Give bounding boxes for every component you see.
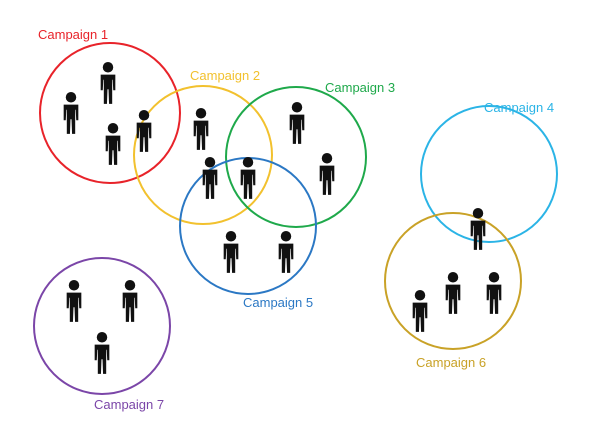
campaign-4-circle (420, 105, 558, 243)
campaign-7-circle (33, 257, 171, 395)
campaign-7-label: Campaign 7 (94, 397, 164, 412)
campaign-1-label: Campaign 1 (38, 27, 108, 42)
person-icon (223, 231, 239, 273)
person-icon (105, 123, 121, 165)
person-icon (136, 110, 152, 152)
person-icon (470, 208, 486, 250)
campaign-1-circle (39, 42, 181, 184)
person-icon (202, 157, 218, 199)
campaign-6-label: Campaign 6 (416, 355, 486, 370)
person-icon (486, 272, 502, 314)
person-icon (289, 102, 305, 144)
person-icon (66, 280, 82, 322)
person-icon (193, 108, 209, 150)
campaign-2-label: Campaign 2 (190, 68, 260, 83)
person-icon (122, 280, 138, 322)
person-icon (278, 231, 294, 273)
person-icon (445, 272, 461, 314)
campaign-5-label: Campaign 5 (243, 295, 313, 310)
person-icon (63, 92, 79, 134)
person-icon (240, 157, 256, 199)
person-icon (100, 62, 116, 104)
campaign-3-label: Campaign 3 (325, 80, 395, 95)
campaign-3-circle (225, 86, 367, 228)
person-icon (412, 290, 428, 332)
person-icon (94, 332, 110, 374)
campaign-2-circle (133, 85, 273, 225)
campaign-4-label: Campaign 4 (484, 100, 554, 115)
person-icon (319, 153, 335, 195)
campaign-6-circle (384, 212, 522, 350)
